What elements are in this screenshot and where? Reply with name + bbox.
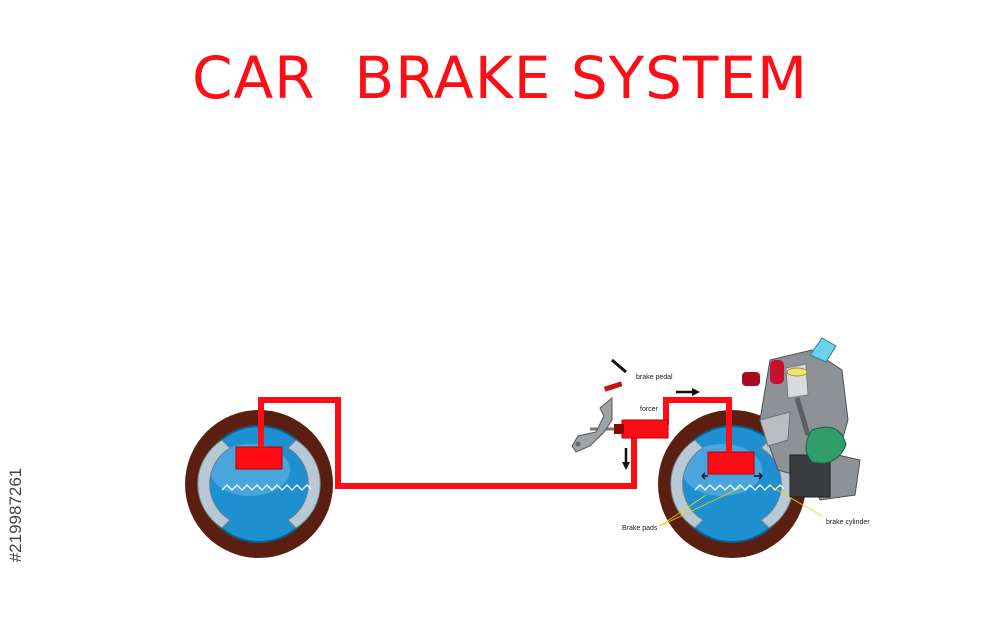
forcer-body: [621, 419, 669, 439]
brake-pedal: [571, 381, 623, 453]
pedal-pad: [603, 381, 623, 392]
right-brake-shoe-left: [670, 439, 704, 529]
label-brake-pedal: brake pedal: [636, 374, 673, 381]
right-wheel-cylinder: [707, 451, 755, 475]
leader-lines: [659, 485, 823, 527]
arrow-pedal-press: [611, 358, 627, 374]
label-brake-cylinder: brake cylinder: [826, 519, 870, 526]
motion-arrows: [611, 358, 700, 470]
label-brake-pads: Brake pads: [622, 525, 658, 532]
right-wheel: [658, 410, 806, 558]
left-wheel: [185, 410, 333, 558]
right-return-spring: [694, 484, 785, 491]
brake-line-right-loop: [663, 397, 732, 452]
pedal-arm: [571, 396, 613, 453]
label-forcer: forcer: [640, 406, 659, 413]
stock-id-text: #219987261: [6, 467, 25, 563]
left-brake-shoe-left: [197, 439, 231, 529]
engine-illustration: [742, 337, 861, 501]
left-brake-shoe-right: [287, 439, 321, 529]
stock-id-watermark: #219987261: [6, 395, 26, 625]
left-wheel-cylinder: [235, 446, 283, 470]
brake-line-left-loop: [258, 397, 637, 489]
left-return-spring: [221, 484, 312, 491]
brake-lines: [258, 397, 732, 489]
page-title: CAR BRAKE SYSTEM: [191, 44, 809, 112]
master-cylinder: [590, 419, 669, 439]
right-cylinder-arrows: [701, 472, 763, 480]
